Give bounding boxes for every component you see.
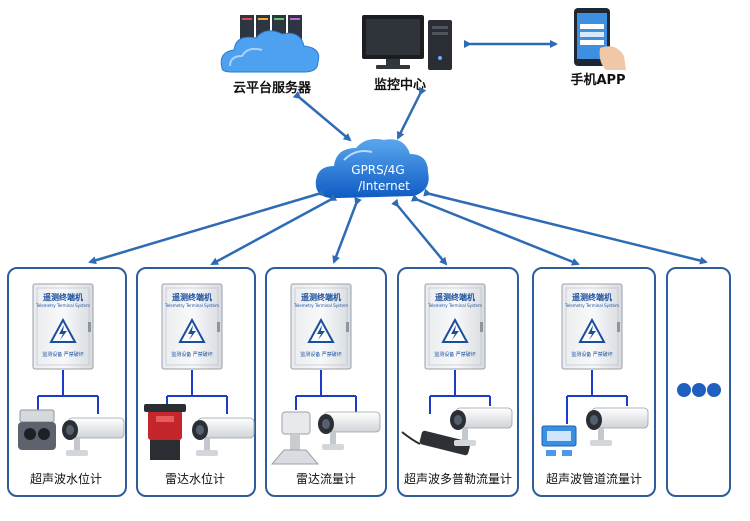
station-label-2: 雷达水位计 <box>165 471 225 486</box>
cloud-server-label: 云平台服务器 <box>233 80 312 96</box>
cabinet-2: 遥测终端机 Telemetry Terminal System 监测设备 严禁破… <box>161 283 223 370</box>
network-label-line1: GPRS/4G <box>351 163 404 177</box>
cabinet-title: 遥测终端机 <box>43 292 83 302</box>
mobile-app-label: 手机APP <box>570 72 625 88</box>
cabinet-footer: 监测设备 严禁破坏 <box>300 351 342 358</box>
cabinet-footer: 监测设备 严禁破坏 <box>571 351 613 358</box>
cabinet-footer: 监测设备 严禁破坏 <box>434 351 476 358</box>
cabinet-1: 遥测终端机 Telemetry Terminal System 监测设备 严禁破… <box>32 283 94 370</box>
network-cloud-icon <box>315 139 429 198</box>
device-wiring <box>37 370 628 424</box>
more-dots-icon <box>677 383 721 397</box>
radar-level-sensor-icon <box>144 404 186 460</box>
radar-flow-meter-icon <box>270 411 320 465</box>
desktop-computer-icon <box>362 15 452 70</box>
station-label-5: 超声波管道流量计 <box>546 471 642 486</box>
cabinet-title: 遥测终端机 <box>301 292 341 302</box>
cabinet-subtitle: Telemetry Terminal System <box>427 303 482 308</box>
arrow-network-station-6 <box>423 188 708 265</box>
cabinet-4: 遥测终端机 Telemetry Terminal System 监测设备 严禁破… <box>424 283 486 370</box>
arrow-network-station-4 <box>391 198 448 266</box>
cabinet-subtitle: Telemetry Terminal System <box>564 303 619 308</box>
cabinet-title: 遥测终端机 <box>435 292 475 302</box>
cabinet-5: 遥测终端机 Telemetry Terminal System 监测设备 严禁破… <box>561 283 623 370</box>
cabinet-title: 遥测终端机 <box>172 292 212 302</box>
arrow-monitor-network <box>396 86 427 140</box>
smartphone-icon <box>574 8 626 70</box>
ultrasonic-level-sensor-icon <box>18 409 56 450</box>
cabinet-footer: 监测设备 严禁破坏 <box>171 351 213 358</box>
station-label-1: 超声波水位计 <box>30 471 102 486</box>
arrow-network-station-2 <box>210 193 338 266</box>
station-label-3: 雷达流量计 <box>296 472 356 486</box>
monitor-center-label: 监控中心 <box>374 77 426 93</box>
station-label-4: 超声波多普勒流量计 <box>404 471 512 486</box>
cabinet-3: 遥测终端机 Telemetry Terminal System 监测设备 严禁破… <box>290 283 352 370</box>
cloud-server-icon <box>220 15 320 73</box>
arrow-cloud-server-network <box>292 91 352 142</box>
network-label-line2: /Internet <box>358 179 410 193</box>
cabinet-subtitle: Telemetry Terminal System <box>35 303 90 308</box>
pipe-flow-meter-icon <box>541 425 577 456</box>
arrow-network-station-1 <box>88 188 325 265</box>
more-panel <box>666 267 731 497</box>
connection-arrows <box>88 40 708 266</box>
cabinet-subtitle: Telemetry Terminal System <box>293 303 348 308</box>
cabinet-title: 遥测终端机 <box>572 292 612 302</box>
arrow-network-station-3 <box>332 196 362 264</box>
doppler-flow-meter-icon <box>401 430 471 456</box>
cabinet-subtitle: Telemetry Terminal System <box>164 303 219 308</box>
cabinet-footer: 监测设备 严禁破坏 <box>42 351 84 358</box>
